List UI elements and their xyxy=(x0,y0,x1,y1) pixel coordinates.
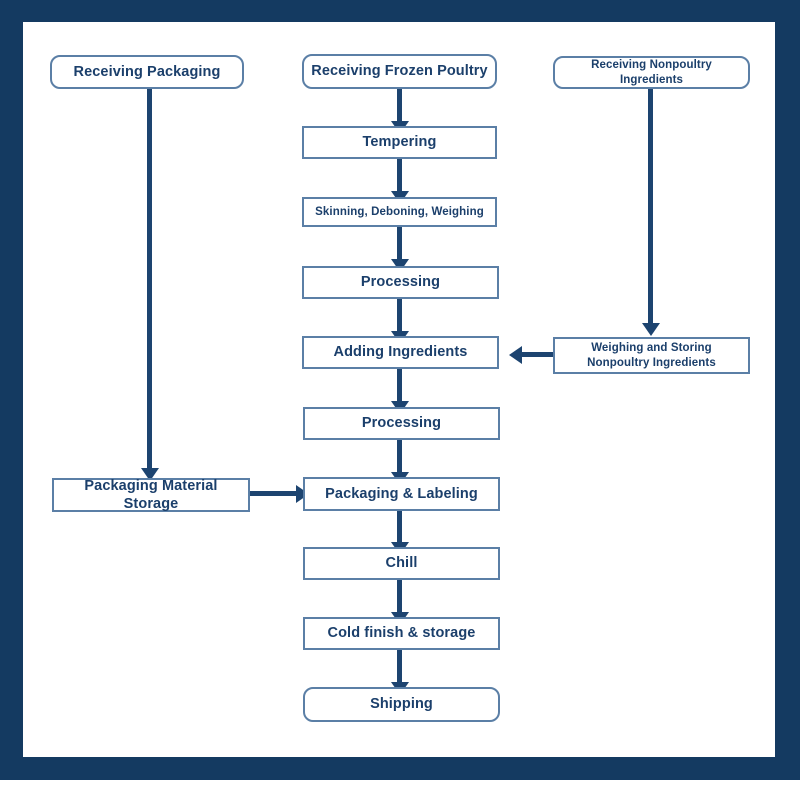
node-label: Shipping xyxy=(370,696,433,713)
node-receiving-frozen-poultry[interactable]: Receiving Frozen Poultry xyxy=(302,54,497,89)
node-label: Weighing and Storing Nonpoultry Ingredie… xyxy=(587,342,716,369)
node-receiving-nonpoultry-ingredients[interactable]: Receiving Nonpoultry Ingredients xyxy=(553,56,750,89)
diagram-canvas: Receiving Packaging Packaging Material S… xyxy=(23,22,775,757)
arrow-shaft xyxy=(147,88,152,468)
node-label: Receiving Nonpoultry Ingredients xyxy=(591,59,712,86)
arrow-shaft xyxy=(648,87,653,323)
node-label: Packaging & Labeling xyxy=(325,485,478,502)
node-label: Processing xyxy=(361,415,442,432)
node-label: Cold finish & storage xyxy=(327,625,476,642)
edge-receiving-nonpoultry-to-weighing-storing xyxy=(641,87,668,347)
node-processing-2[interactable]: Processing xyxy=(303,407,500,440)
arrow-shaft xyxy=(397,580,402,612)
node-processing-1[interactable]: Processing xyxy=(302,266,499,299)
node-tempering[interactable]: Tempering xyxy=(302,126,497,159)
node-weighing-storing-nonpoultry[interactable]: Weighing and Storing Nonpoultry Ingredie… xyxy=(553,337,750,374)
arrow-shaft xyxy=(397,369,402,401)
edge-weighing-storing-to-adding-ingredients xyxy=(509,345,570,372)
diagram-outer-frame: Receiving Packaging Packaging Material S… xyxy=(0,0,800,780)
edge-receiving-packaging-to-packaging-material-storage xyxy=(140,88,167,482)
node-label: Receiving Packaging xyxy=(73,63,221,80)
node-label: Processing xyxy=(360,274,441,291)
node-packaging-labeling[interactable]: Packaging & Labeling xyxy=(303,477,500,511)
arrow-shaft xyxy=(250,491,296,496)
arrow-shaft xyxy=(397,299,402,331)
node-label: Tempering xyxy=(362,134,437,151)
arrow-shaft xyxy=(522,352,565,357)
node-shipping[interactable]: Shipping xyxy=(303,687,500,722)
node-skinning-deboning-weighing[interactable]: Skinning, Deboning, Weighing xyxy=(302,197,497,227)
arrow-shaft xyxy=(397,440,402,472)
arrow-shaft xyxy=(397,227,402,259)
node-adding-ingredients[interactable]: Adding Ingredients xyxy=(302,336,499,369)
node-label: Adding Ingredients xyxy=(333,344,468,361)
node-label: Skinning, Deboning, Weighing xyxy=(315,205,484,218)
arrow-head-down-icon xyxy=(140,468,159,481)
node-label: Receiving Frozen Poultry xyxy=(311,63,488,80)
node-label: Chill xyxy=(385,555,418,572)
arrow-shaft xyxy=(397,510,402,542)
node-packaging-material-storage[interactable]: Packaging Material Storage xyxy=(52,478,250,512)
node-receiving-packaging[interactable]: Receiving Packaging xyxy=(50,55,244,89)
node-cold-finish-storage[interactable]: Cold finish & storage xyxy=(303,617,500,650)
node-label: Packaging Material Storage xyxy=(84,477,218,512)
arrow-shaft xyxy=(397,89,402,121)
arrow-head-down-icon xyxy=(641,323,660,336)
node-chill[interactable]: Chill xyxy=(303,547,500,580)
arrow-head-left-icon xyxy=(509,345,522,364)
arrow-shaft xyxy=(397,159,402,191)
arrow-shaft xyxy=(397,650,402,682)
